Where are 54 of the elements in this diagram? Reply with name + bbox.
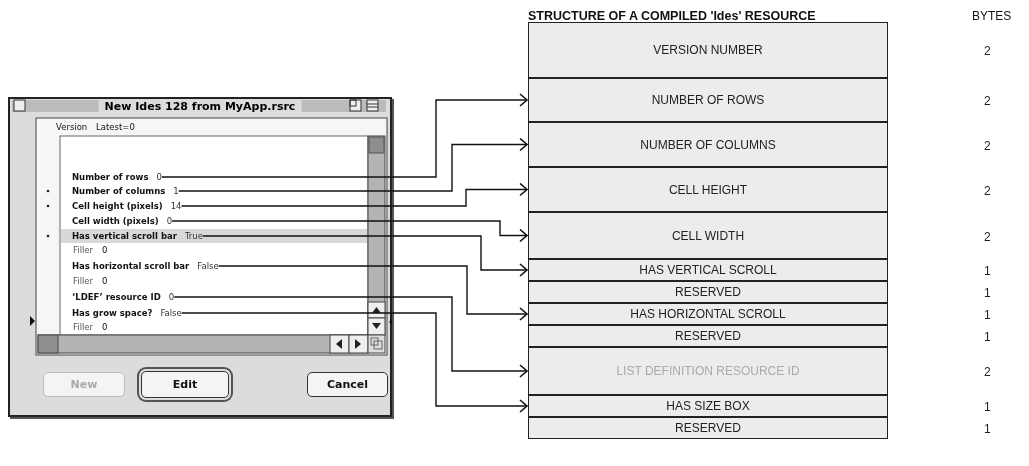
table-row: CELL HEIGHT (528, 167, 888, 212)
cancel-button: Cancel (307, 372, 388, 397)
field-value: 0 (102, 322, 108, 332)
table-row: RESERVED (528, 281, 888, 303)
table-row: HAS VERTICAL SCROLL (528, 259, 888, 281)
table-row: HAS SIZE BOX (528, 395, 888, 417)
list-row: Cell width (pixels) 0 (72, 214, 173, 228)
byte-count: 2 (984, 94, 991, 108)
byte-count: 2 (984, 183, 991, 198)
list-row: ‘LDEF’ resource ID 0 (72, 290, 175, 304)
field-value: 0 (102, 245, 108, 255)
table-row: HAS HORIZONTAL SCROLL (528, 303, 888, 325)
table-row: RESERVED (528, 417, 888, 439)
field-label: Version (56, 122, 88, 132)
list-row: Number of rows 0 (72, 170, 162, 184)
field-value: 0 (102, 276, 108, 286)
list-row: Has horizontal scroll bar False (72, 259, 219, 273)
byte-count: 2 (984, 365, 991, 379)
arrow (178, 137, 528, 192)
byte-count: 1 (984, 286, 991, 300)
table-row: NUMBER OF ROWS (528, 78, 888, 122)
table-row: NUMBER OF COLUMNS (528, 122, 888, 167)
list-row: Has vertical scroll bar True (72, 229, 203, 243)
table-row: LIST DEFINITION RESOURCE ID (528, 347, 888, 395)
table-row: CELL WIDTH (528, 212, 888, 259)
arrow (161, 93, 528, 178)
arrow (217, 265, 528, 321)
field-value: Latest=0 (96, 122, 135, 132)
arrow (173, 296, 528, 378)
arrow (171, 220, 528, 243)
table-row: RESERVED (528, 325, 888, 347)
byte-count: 1 (984, 330, 991, 344)
new-button: New (43, 372, 125, 397)
field-label: Filler (73, 322, 94, 332)
byte-count: 1 (984, 422, 991, 436)
byte-count: 2 (984, 229, 991, 244)
byte-count: 2 (984, 138, 991, 153)
arrow (202, 235, 528, 277)
byte-count: 1 (984, 400, 991, 414)
dialog-window (8, 97, 392, 417)
byte-count: 2 (984, 44, 991, 58)
column-heading: BYTES (972, 9, 1012, 23)
byte-count: 1 (984, 264, 991, 278)
table-row: VERSION NUMBER (528, 22, 888, 78)
field-label: Filler (73, 276, 94, 286)
window-title: New Ides 128 from MyApp.rsrc (98, 100, 302, 114)
byte-count: 1 (984, 308, 991, 322)
table-title: STRUCTURE OF A COMPILED 'Ides' RESOURCE (528, 9, 816, 23)
list-row: Number of columns 1 (72, 184, 179, 198)
list-row: Has grow space? False (72, 306, 182, 320)
arrow (180, 182, 528, 207)
arrow (181, 312, 528, 413)
field-label: Filler (73, 245, 94, 255)
list-row: Cell height (pixels) 14 (72, 199, 182, 213)
